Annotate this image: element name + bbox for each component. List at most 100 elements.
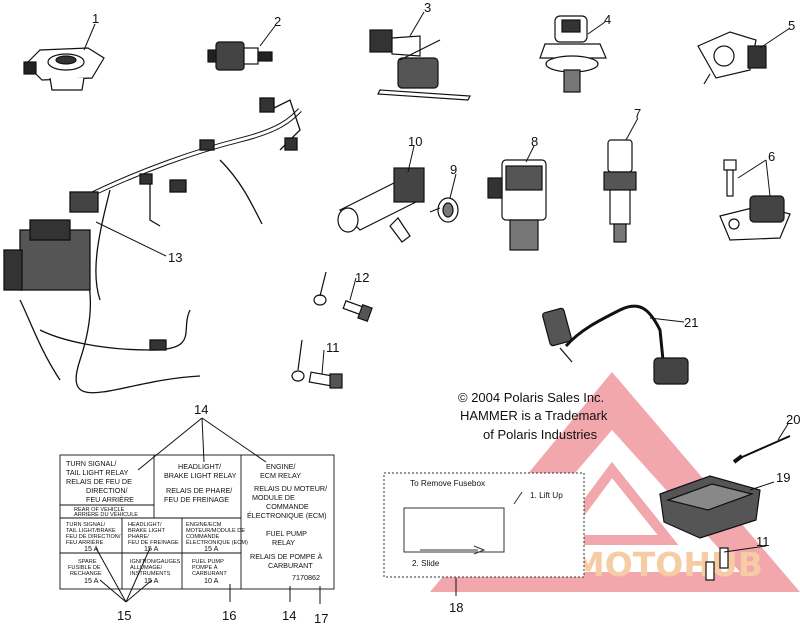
fuse-cell-1-line-2: TAIL LIGHT/BRAKE xyxy=(66,528,116,534)
callout-line-14b xyxy=(201,417,205,463)
part-6-sensor-bolt-icon xyxy=(719,159,791,241)
callout-line-5 xyxy=(759,27,791,49)
fuse-cell-3-amps: 15 A xyxy=(204,544,219,553)
callout-13: 13 xyxy=(168,250,182,265)
callout-20: 20 xyxy=(786,412,800,427)
callout-6: 6 xyxy=(768,149,775,164)
callout-7: 7 xyxy=(634,106,641,121)
part-3-sensor-bracket-icon xyxy=(369,29,471,101)
decal-headlight-4: FEU DE FREINAGE xyxy=(164,495,229,504)
callout-19: 19 xyxy=(776,470,790,485)
fuse-cell-1-line-3: FEU DE DIRECTION/ xyxy=(66,534,121,540)
fuse-cell-3-line-2: MOTEUR/MODULE DE xyxy=(186,528,245,534)
callout-line-15d xyxy=(125,579,153,603)
fuse-cell-4-line-2: FUSIBLE DE xyxy=(68,565,101,571)
decal-rear-of-vehicle-2: ARRIÈRE DU VÉHICULE xyxy=(74,511,138,518)
callout-line-8 xyxy=(525,145,535,163)
part-20-screw-icon xyxy=(732,435,791,464)
decal-headlight-3: RELAIS DE PHARE/ xyxy=(166,486,232,495)
fuse-cell-1-line-1: TURN SIGNAL/ xyxy=(66,522,106,528)
decal-engine-3: RELAIS DU MOTEUR/ xyxy=(254,484,327,493)
decal-turn-signal-3: RELAIS DE FEU DE xyxy=(66,477,132,486)
callout-line-12 xyxy=(349,277,357,301)
callout-9: 9 xyxy=(450,162,457,177)
fuse-cell-5-line-1: IGNITION/GAUGES xyxy=(130,559,181,565)
decal-turn-signal-4: DIRECTION/ xyxy=(86,486,128,495)
callout-5: 5 xyxy=(788,18,795,33)
fuse-cell-4-amps: 15 A xyxy=(84,576,99,585)
decal-fuel-pump-4: CARBURANT xyxy=(268,561,313,570)
fusebox-instruction-label: To Remove Fusebox 1. Lift Up 2. Slide xyxy=(383,472,585,578)
callout-line-15a xyxy=(95,547,127,603)
decal-engine-6: ÉLECTRONIQUE (ECM) xyxy=(247,511,326,520)
callout-line-6b xyxy=(765,159,771,197)
part-13-wiring-harness-icon xyxy=(3,97,302,394)
decal-engine-5: COMMANDE xyxy=(266,502,309,511)
callout-3: 3 xyxy=(424,0,431,15)
decal-headlight-1: HEADLIGHT/ xyxy=(178,462,221,471)
part-2-switch-icon xyxy=(207,41,273,71)
fuse-cell-6-line-2: POMPE À xyxy=(192,564,218,571)
decal-turn-signal-2: TAIL LIGHT RELAY xyxy=(66,468,129,477)
callout-line-9 xyxy=(449,173,457,199)
part-19-fuse-box-icon xyxy=(659,475,761,539)
fuse-cell-3-line-4: ÉLECTRONIQUE (ECM) xyxy=(186,539,248,546)
copyright-line-1: © 2004 Polaris Sales Inc. xyxy=(458,390,604,405)
callout-14-top: 14 xyxy=(194,402,208,417)
decal-part-number: 7170862 xyxy=(292,573,320,582)
relay-decal xyxy=(59,454,335,590)
lift-up-text: 1. Lift Up xyxy=(530,491,563,500)
fuse-cell-6-line-3: CARBURANT xyxy=(192,571,227,577)
decal-engine-1: ENGINE/ xyxy=(266,462,296,471)
decal-engine-4: MODULE DE xyxy=(252,493,295,502)
callout-16: 16 xyxy=(222,608,236,623)
callout-line-14c xyxy=(201,417,267,463)
callout-line-21 xyxy=(649,317,685,323)
callout-10: 10 xyxy=(408,134,422,149)
slide-text: 2. Slide xyxy=(412,559,440,568)
remove-fusebox-text: To Remove Fusebox xyxy=(410,479,485,488)
decal-fuel-pump-3: RELAIS DE POMPE À xyxy=(250,552,323,561)
callout-1: 1 xyxy=(92,11,99,26)
fuse-cell-2-line-4: FEU DE FREINAGE xyxy=(128,540,179,546)
fuse-cell-1-line-4: FEU ARRIÈRE xyxy=(66,539,104,546)
callout-line-19 xyxy=(749,481,775,491)
callout-line-11b xyxy=(723,545,767,553)
fuse-cell-3-line-1: ENGINE/ECM xyxy=(186,522,222,528)
callout-8: 8 xyxy=(531,134,538,149)
callout-line-15b xyxy=(99,579,127,603)
watermark-triangle-inner-icon xyxy=(550,461,679,545)
fuse-cell-2-line-2: BRAKE LIGHT xyxy=(128,528,166,534)
fuse-cell-4-line-3: RECHANGE xyxy=(70,571,102,577)
fuse-cell-3-line-3: COMMANDE xyxy=(186,534,220,540)
callout-2: 2 xyxy=(274,14,281,29)
decal-fuel-pump-1: FUEL PUMP xyxy=(266,529,307,538)
callout-line-15c xyxy=(125,547,151,603)
part-7-temp-sensor-icon xyxy=(603,139,637,243)
fuse-cell-1-amps: 15 A xyxy=(84,544,99,553)
callout-line-2 xyxy=(259,25,276,47)
callout-line-13 xyxy=(95,221,167,257)
part-21-o2-sensor-icon xyxy=(542,304,689,385)
fuse-cell-4-line-1: SPARE xyxy=(78,559,97,565)
part-8-map-sensor-icon xyxy=(487,159,547,251)
decal-turn-signal-1: TURN SIGNAL/ xyxy=(66,459,116,468)
decal-headlight-2: BRAKE LIGHT RELAY xyxy=(164,471,237,480)
part-11-screw-icon xyxy=(705,547,729,581)
decal-fuel-pump-2: RELAY xyxy=(272,538,295,547)
callout-line-20 xyxy=(777,423,789,441)
part-4-sensor-icon xyxy=(539,15,607,93)
callout-line-7 xyxy=(625,117,639,141)
callout-11a: 11 xyxy=(326,340,340,355)
fuse-cell-6-amps: 10 A xyxy=(204,576,219,585)
callout-11b: 11 xyxy=(756,534,770,549)
part-1-sensor-icon xyxy=(23,47,105,91)
callout-line-10 xyxy=(407,145,415,173)
part-12-bolt-icon xyxy=(313,271,373,323)
part-5-throttle-sensor-icon xyxy=(697,31,767,85)
decal-rear-of-vehicle-1: REAR OF VEHICLE xyxy=(74,507,125,513)
fuse-cell-6-line-1: FUEL PUMP xyxy=(192,559,224,565)
callout-line-14a xyxy=(137,417,203,471)
